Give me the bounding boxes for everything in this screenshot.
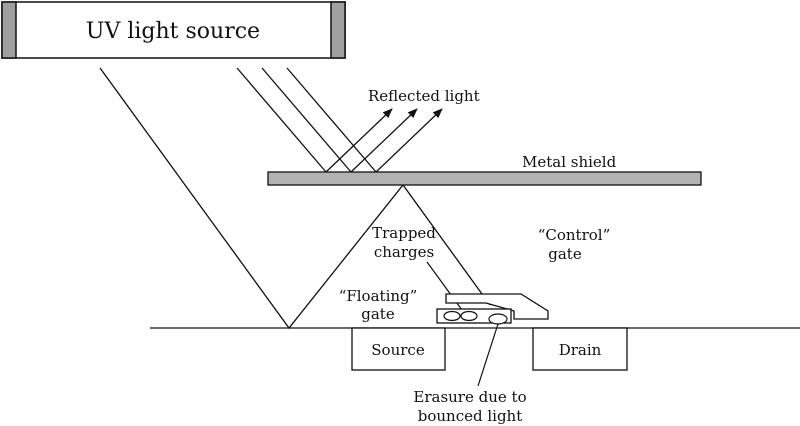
erasure-label-line2: bounced light: [418, 407, 523, 425]
reflected-light-label: Reflected light: [368, 87, 480, 105]
trapped-charge-erased: [488, 313, 508, 325]
floating-gate: [436, 308, 512, 325]
uv-light-source: UV light source: [1, 1, 346, 59]
reflected-rays: [325, 108, 443, 173]
bounced-light-ray: [99, 67, 491, 330]
erasure-label-line1: Erasure due to: [413, 388, 526, 406]
incoming-rays: [236, 67, 377, 173]
floating-gate-label-line1: “Floating”: [339, 287, 418, 305]
trapped-charge-2: [460, 310, 478, 322]
source-label: Source: [371, 341, 425, 359]
incoming-ray-1: [236, 67, 327, 173]
reflected-ray-1: [325, 108, 393, 173]
control-gate-label-line2: gate: [548, 245, 582, 263]
metal-shield: [267, 171, 702, 186]
metal-shield-label: Metal shield: [522, 153, 617, 171]
trapped-charges-label-line2: charges: [374, 243, 434, 261]
trapped-charge-1: [443, 310, 461, 322]
incoming-ray-2: [261, 67, 352, 173]
reflected-ray-2: [350, 108, 418, 173]
drain-region: [532, 327, 628, 371]
control-gate-label-line1: “Control”: [538, 226, 611, 244]
erasure-pointer: [477, 323, 499, 387]
uv-source-right-cap: [330, 1, 346, 59]
floating-gate-label-line2: gate: [361, 305, 395, 323]
uv-source-label: UV light source: [86, 19, 260, 44]
reflected-ray-3: [375, 108, 443, 173]
drain-label: Drain: [559, 341, 602, 359]
incoming-ray-3: [286, 67, 377, 173]
uv-source-left-cap: [1, 1, 17, 59]
source-region: [351, 327, 446, 371]
uv-source-box: [1, 1, 346, 59]
trapped-charges-label-line1: Trapped: [372, 224, 436, 242]
control-gate: [445, 293, 549, 320]
